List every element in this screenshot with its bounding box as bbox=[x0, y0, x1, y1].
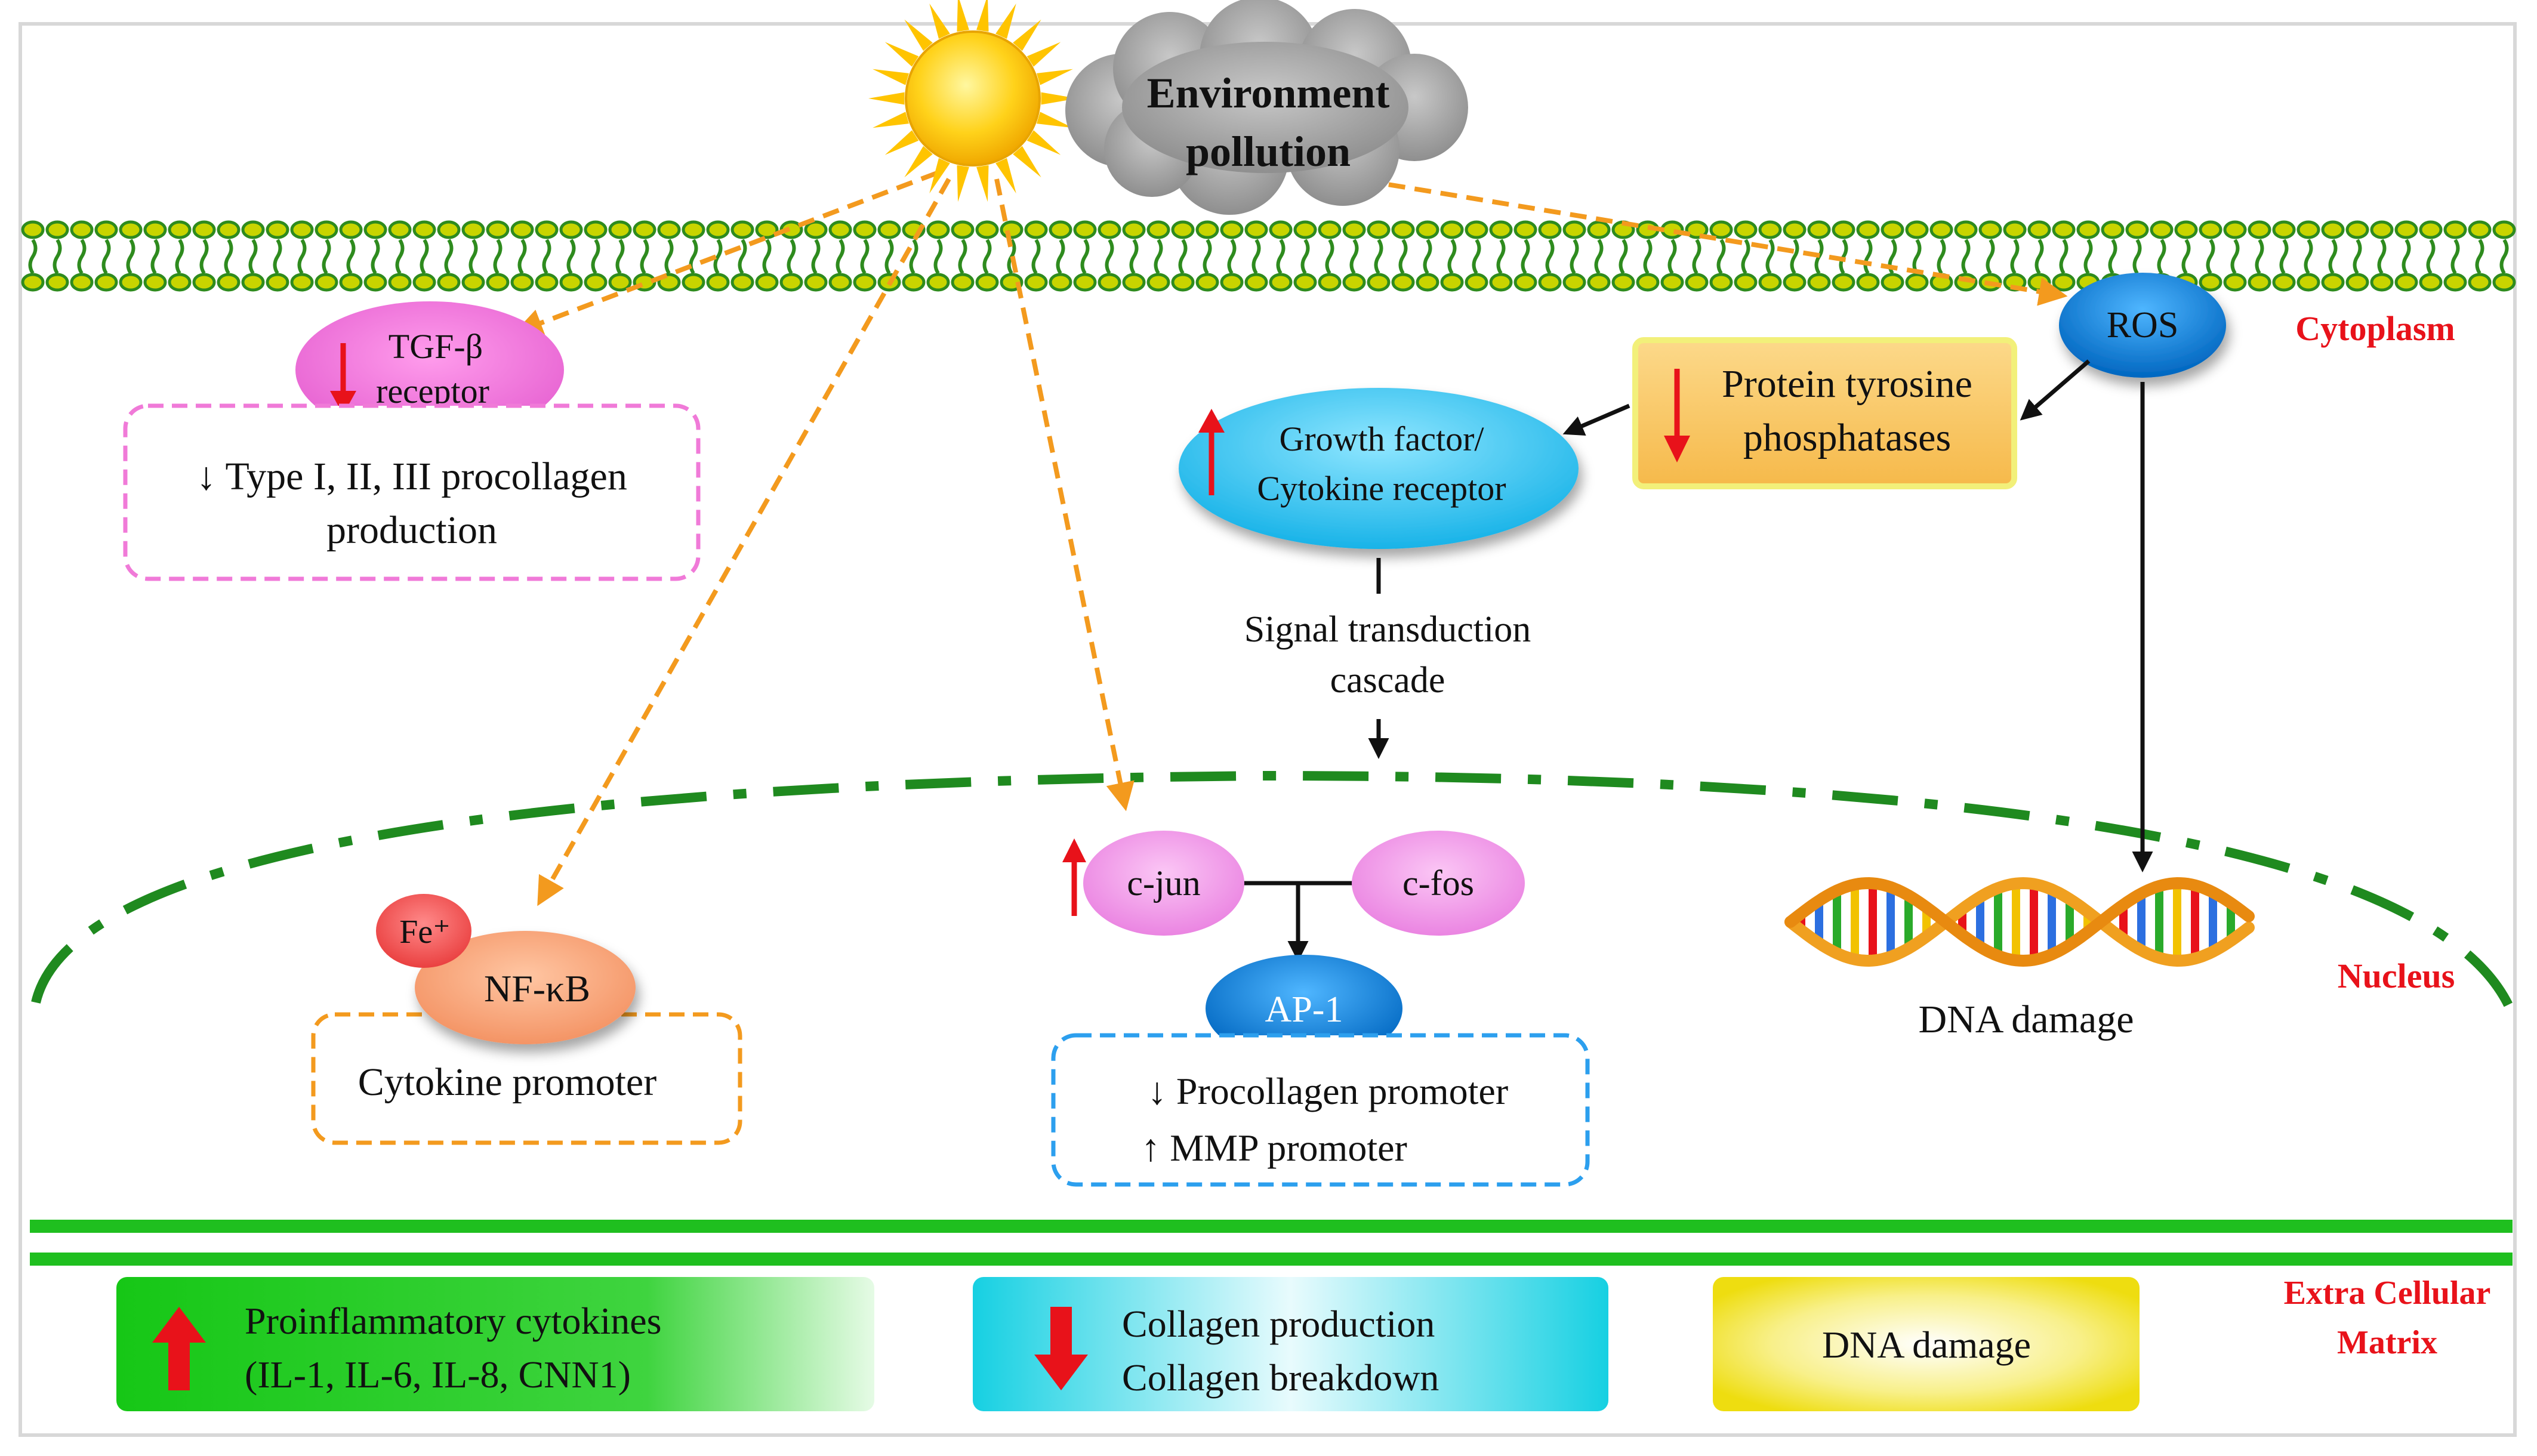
pollution-label: pollution bbox=[1186, 128, 1351, 175]
growth-up-arrow-icon bbox=[1198, 409, 1225, 433]
legend-collagen bbox=[973, 1277, 1608, 1411]
ap1-label: AP-1 bbox=[1265, 989, 1343, 1030]
ptp-label-line2: phosphatases bbox=[1743, 416, 1951, 459]
dna-helix-icon bbox=[1784, 877, 2255, 967]
cjun-label: c-jun bbox=[1127, 863, 1200, 903]
ros-node bbox=[2059, 273, 2226, 378]
procollagen-promoter-label: ↓ Procollagen promoter bbox=[1148, 1070, 1508, 1112]
dna-damage-label: DNA damage bbox=[1918, 998, 2134, 1041]
ecm-label-line1: Extra Cellular bbox=[2284, 1275, 2491, 1312]
procollagen-box bbox=[123, 403, 701, 581]
cfos-node bbox=[1352, 831, 1525, 936]
ecm-label-line2: Matrix bbox=[2337, 1324, 2437, 1361]
ptp-label-line1: Protein tyrosine bbox=[1722, 362, 1972, 406]
nfkb-label: NF-κB bbox=[484, 967, 590, 1010]
down-arrowhead bbox=[330, 391, 356, 415]
signaling-arrows bbox=[1235, 359, 2153, 962]
ptp-box bbox=[1632, 337, 2017, 489]
cjun-node bbox=[1083, 831, 1244, 936]
fe-label: Fe⁺ bbox=[399, 914, 451, 951]
legend-dna-damage bbox=[1713, 1277, 2140, 1411]
cytoplasm-label: Cytoplasm bbox=[2295, 309, 2455, 348]
fe-node bbox=[376, 894, 471, 968]
procollagen-line2: production bbox=[326, 508, 497, 552]
signal-transduction-label: Signal transduction bbox=[1244, 609, 1531, 650]
environment-label: Environment bbox=[1147, 69, 1390, 117]
cascade-label: cascade bbox=[1330, 660, 1445, 701]
growth-label-line1: Growth factor/ bbox=[1279, 419, 1484, 458]
procollagen-line1: ↓ Type I, II, III procollagen bbox=[196, 455, 627, 498]
ap1-promoter-box bbox=[1051, 1033, 1590, 1187]
arrow-ros-to-ptp bbox=[2020, 359, 2091, 421]
arrow-cloud-to-ros bbox=[1336, 174, 2068, 306]
legend-down-arrow-icon bbox=[1034, 1307, 1088, 1390]
cytokine-promoter-label: Cytokine promoter bbox=[358, 1060, 656, 1104]
ros-label: ROS bbox=[2107, 305, 2179, 346]
growth-label-line2: Cytokine receptor bbox=[1257, 469, 1506, 508]
pollution-cloud-icon bbox=[1065, 0, 1468, 215]
arrow-sun-to-tgf bbox=[514, 171, 938, 337]
legend-proinflammatory-line1: Proinflammatory cytokines bbox=[245, 1300, 662, 1342]
legend: Proinflammatory cytokines (IL-1, IL-6, I… bbox=[116, 1277, 2140, 1411]
legend-up-arrow-icon bbox=[152, 1307, 206, 1390]
arrow-ptp-to-growth bbox=[1562, 403, 1630, 436]
cell-membrane bbox=[21, 220, 2516, 292]
legend-proinflammatory-line2: (IL-1, IL-6, IL-8, CNN1) bbox=[245, 1353, 631, 1396]
environmental-stress-arrows bbox=[514, 171, 2068, 906]
cjun-up-arrow-icon bbox=[1062, 838, 1086, 862]
nfkb-node bbox=[415, 931, 636, 1044]
legend-proinflammatory bbox=[116, 1277, 874, 1411]
nucleus-label: Nucleus bbox=[2338, 957, 2455, 995]
sun-icon bbox=[868, 0, 1077, 202]
mmp-promoter-label: ↑ MMP promoter bbox=[1141, 1127, 1407, 1169]
nuclear-envelope bbox=[31, 770, 2517, 1016]
legend-collagen-line1: Collagen production bbox=[1122, 1303, 1435, 1345]
arrow-sun-to-nfkb bbox=[537, 178, 951, 906]
legend-dna-damage-label: DNA damage bbox=[1822, 1324, 2031, 1366]
ptp-down-arrow-icon bbox=[1664, 436, 1690, 462]
tgf-label: TGF-β bbox=[389, 327, 483, 366]
cfos-label: c-fos bbox=[1402, 863, 1474, 903]
legend-collagen-line2: Collagen breakdown bbox=[1122, 1356, 1439, 1399]
figure-frame bbox=[19, 22, 2517, 1437]
arrow-sun-to-cjun bbox=[994, 178, 1135, 812]
growth-factor-receptor bbox=[1179, 388, 1579, 549]
